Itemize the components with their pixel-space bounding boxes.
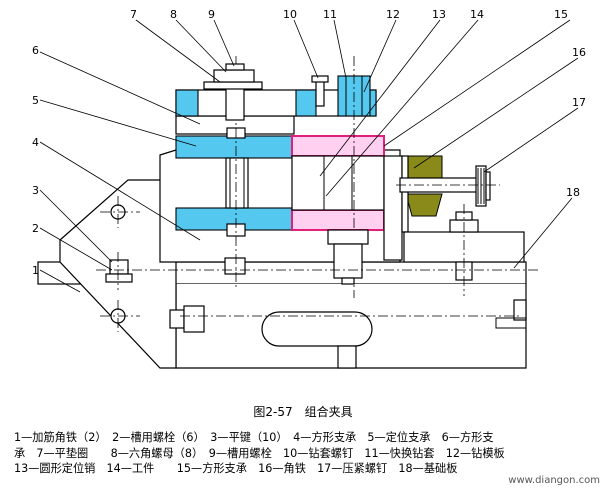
callout-1: 1 <box>32 264 39 277</box>
left-slot-bolts <box>105 259 205 333</box>
leader-lines <box>39 19 579 293</box>
callout-15: 15 <box>554 8 568 21</box>
callout-18: 18 <box>566 186 580 199</box>
workpiece <box>291 135 385 231</box>
callout-8: 8 <box>170 8 177 21</box>
callout-numbers: 1 2 3 4 5 6 7 8 9 10 11 12 13 14 15 16 1… <box>32 8 586 277</box>
callout-4: 4 <box>32 136 39 149</box>
callout-6: 6 <box>32 44 39 57</box>
callout-10: 10 <box>283 8 297 21</box>
fixture-drawing: 1 2 3 4 5 6 7 8 9 10 11 12 13 14 15 16 1… <box>32 8 586 369</box>
callout-7: 7 <box>130 8 137 21</box>
angle-iron <box>401 155 443 233</box>
callout-14: 14 <box>470 8 484 21</box>
positioning-supports <box>175 135 293 231</box>
top-washer-nut <box>203 63 263 121</box>
callout-2: 2 <box>32 222 39 235</box>
quick-change-drill-bushing <box>311 56 371 298</box>
callout-3: 3 <box>32 184 39 197</box>
callout-11: 11 <box>323 8 337 21</box>
callout-5: 5 <box>32 94 39 107</box>
callout-16: 16 <box>572 46 586 59</box>
compression-screw <box>396 165 500 207</box>
legend-line: 13—圆形定位销 14—工件 15—方形支承 16—角铁 17—压紧螺钉 18—… <box>14 462 458 475</box>
callout-12: 12 <box>386 8 400 21</box>
callout-17: 17 <box>572 96 586 109</box>
centerlines <box>96 252 540 317</box>
callout-9: 9 <box>208 8 215 21</box>
watermark: www.diangon.com <box>508 475 600 486</box>
figure-caption: 图2-57 组合夹具 <box>253 405 353 419</box>
legend-line: 承 7—平垫圈 8—六角螺母（8） 9—槽用螺栓 10—钻套螺钉 11—快换钻套… <box>14 446 505 460</box>
right-lower-support <box>403 204 525 296</box>
callout-13: 13 <box>432 8 446 21</box>
legend-line: 1—加筋角铁（2） 2—槽用螺栓（6） 3—平键（10） 4—方形支承 5—定位… <box>14 431 494 444</box>
parts-legend: 1—加筋角铁（2） 2—槽用螺栓（6） 3—平键（10） 4—方形支承 5—定位… <box>14 430 600 477</box>
